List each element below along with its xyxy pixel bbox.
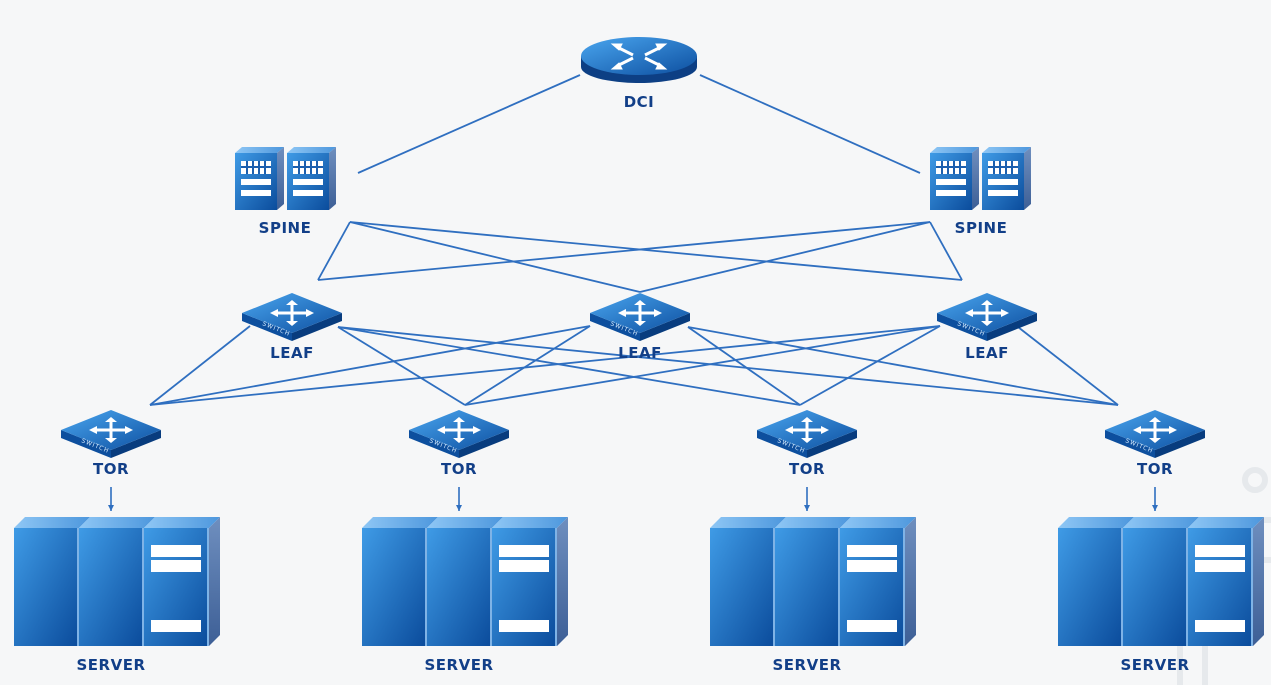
tor-label-4: TOR bbox=[1137, 460, 1173, 478]
link-leaf-2-tor-2 bbox=[799, 325, 941, 406]
link-leaf-0-tor-3 bbox=[337, 326, 1119, 406]
switch-icon bbox=[965, 300, 1009, 326]
switch-icon bbox=[437, 417, 481, 443]
tor-label-3: TOR bbox=[789, 460, 825, 478]
node-spine-1[interactable]: SPINE bbox=[235, 147, 336, 237]
server-rack-icon bbox=[362, 517, 568, 646]
router-icon bbox=[581, 37, 697, 83]
link-leaf-1-tor-0 bbox=[149, 325, 591, 406]
link-spine-0-leaf-1 bbox=[349, 221, 641, 293]
link-arrowhead bbox=[456, 505, 462, 511]
link-leaf-0-tor-1 bbox=[337, 326, 466, 406]
link-leaf-1-tor-2 bbox=[687, 326, 801, 406]
link-leaf-0-tor-2 bbox=[337, 326, 801, 406]
link-arrowhead bbox=[108, 505, 114, 511]
node-leaf-2[interactable]: SWITCH bbox=[590, 293, 690, 341]
link-arrowhead bbox=[804, 505, 810, 511]
link-spine-1-leaf-2 bbox=[929, 221, 963, 281]
link-spine-1-leaf-0 bbox=[317, 221, 931, 281]
dci-label: DCI bbox=[624, 93, 655, 111]
node-tor-2[interactable]: SWITCH bbox=[409, 410, 509, 458]
node-server-1[interactable] bbox=[14, 517, 220, 646]
spine-label: SPINE bbox=[259, 219, 312, 237]
server-rack-icon bbox=[1058, 517, 1264, 646]
link-leaf-1-tor-3 bbox=[687, 326, 1119, 406]
node-tor-1[interactable]: SWITCH bbox=[61, 410, 161, 458]
leaf-label-1: LEAF bbox=[270, 344, 314, 362]
link-leaf-2-tor-3 bbox=[1017, 326, 1119, 406]
leaf-label-3: LEAF bbox=[965, 344, 1009, 362]
link-dci-spine-1 bbox=[699, 74, 921, 174]
node-spine-2[interactable]: SPINE bbox=[930, 147, 1031, 237]
server-label-4: SERVER bbox=[1120, 656, 1189, 674]
server-label-3: SERVER bbox=[772, 656, 841, 674]
node-tor-3[interactable]: SWITCH bbox=[757, 410, 857, 458]
node-leaf-3[interactable]: SWITCH bbox=[937, 293, 1037, 341]
server-rack-icon bbox=[14, 517, 220, 646]
link-spine-1-leaf-1 bbox=[639, 221, 931, 293]
tor-label-1: TOR bbox=[93, 460, 129, 478]
switch-icon bbox=[270, 300, 314, 326]
server-label-1: SERVER bbox=[76, 656, 145, 674]
server-label-2: SERVER bbox=[424, 656, 493, 674]
link-leaf-2-tor-1 bbox=[464, 325, 941, 406]
switch-icon bbox=[785, 417, 829, 443]
tor-label-2: TOR bbox=[441, 460, 477, 478]
server-rack-icon bbox=[710, 517, 916, 646]
link-leaf-1-tor-1 bbox=[464, 325, 591, 406]
link-spine-0-leaf-0 bbox=[317, 221, 351, 281]
switch-icon bbox=[89, 417, 133, 443]
link-dci-spine-0 bbox=[357, 74, 581, 174]
node-server-3[interactable] bbox=[710, 517, 916, 646]
node-dci[interactable]: DCI bbox=[581, 37, 697, 111]
leaf-label-2: LEAF bbox=[618, 344, 662, 362]
spine-label: SPINE bbox=[955, 219, 1008, 237]
node-server-4[interactable] bbox=[1058, 517, 1264, 646]
link-lines bbox=[108, 74, 1158, 511]
node-leaf-1[interactable]: SWITCH bbox=[242, 293, 342, 341]
switch-icon bbox=[1133, 417, 1177, 443]
switch-nodes: SWITCH SWITCH SWITCH SWITCH SWITCH SWITCH SWIT… bbox=[61, 293, 1205, 458]
node-server-2[interactable] bbox=[362, 517, 568, 646]
link-arrowhead bbox=[1152, 505, 1158, 511]
server-nodes bbox=[14, 517, 1264, 646]
spine-server-icon bbox=[930, 147, 1031, 210]
link-leaf-2-tor-0 bbox=[149, 325, 941, 406]
link-spine-0-leaf-2 bbox=[349, 221, 963, 281]
spine-server-icon bbox=[235, 147, 336, 210]
node-tor-4[interactable]: SWITCH bbox=[1105, 410, 1205, 458]
link-leaf-0-tor-0 bbox=[149, 325, 251, 406]
switch-icon bbox=[618, 300, 662, 326]
